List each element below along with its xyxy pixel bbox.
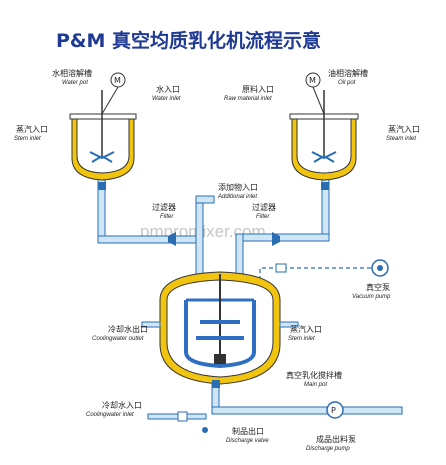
label-water-pot: 水相溶解槽 Water pot (52, 68, 92, 86)
water-pot-valve[interactable] (98, 182, 106, 190)
svg-text:Water pot: Water pot (62, 80, 88, 86)
label-raw-material-inlet: 原料入口 Raw material inlet (224, 84, 274, 102)
label-discharge-valve: 制品出口 Discharge valve (226, 426, 269, 444)
svg-text:过滤器: 过滤器 (252, 202, 276, 212)
svg-text:Coolingwater inlet: Coolingwater inlet (86, 412, 134, 418)
label-cooling-water-inlet: 冷却水入口 Coolingwater inlet (86, 400, 142, 418)
svg-text:水入口: 水入口 (156, 84, 180, 94)
svg-text:冷却水出口: 冷却水出口 (108, 324, 148, 334)
oil-pot-tank (289, 90, 359, 181)
svg-text:添加物入口: 添加物入口 (218, 182, 258, 192)
svg-text:Discharge valve: Discharge valve (226, 438, 269, 444)
label-steam-inlet-main: 蒸汽入口 Stem inlet (288, 324, 322, 342)
svg-text:P: P (331, 406, 336, 415)
label-main-pot: 真空乳化搅拌槽 Main pot (286, 370, 342, 388)
page-title: P&M 真空均质乳化机流程示意 (56, 30, 322, 52)
svg-text:蒸汽入口: 蒸汽入口 (290, 324, 322, 334)
svg-text:蒸汽入口: 蒸汽入口 (388, 124, 420, 134)
main-pot-bottom-valve[interactable] (212, 380, 220, 388)
svg-text:M: M (309, 76, 316, 85)
svg-text:原料入口: 原料入口 (242, 84, 274, 94)
svg-text:Main pot: Main pot (304, 382, 327, 388)
filter-right-symbol (272, 232, 280, 246)
pipework (97, 171, 403, 420)
label-steam-inlet-left: 蒸汽入口 Stem inlet (14, 124, 48, 142)
svg-text:Steam inlet: Steam inlet (386, 136, 416, 142)
svg-text:Filter: Filter (160, 214, 174, 220)
vacuum-line (259, 267, 372, 280)
label-cooling-water-outlet: 冷却水出口 Coolingwater outlet (92, 324, 148, 342)
svg-text:真空泵: 真空泵 (366, 282, 390, 292)
discharge-pump[interactable]: P (326, 401, 344, 419)
svg-text:Additional inlet: Additional inlet (217, 194, 257, 200)
svg-text:冷却水入口: 冷却水入口 (102, 400, 142, 410)
water-pot-motor: M (101, 72, 126, 115)
svg-text:成品出料泵: 成品出料泵 (316, 434, 356, 444)
label-additional-inlet: 添加物入口 Additional inlet (217, 182, 258, 200)
label-vacuum-pump: 真空泵 Vacuum pump (352, 282, 391, 300)
filter-left-symbol (168, 232, 176, 246)
svg-text:Water inlet: Water inlet (152, 96, 181, 102)
svg-text:Stem inlet: Stem inlet (288, 336, 315, 342)
svg-text:Discharge pump: Discharge pump (306, 446, 350, 452)
label-oil-pot: 油相溶解槽 Oil pot (328, 68, 368, 86)
vacuum-pump[interactable] (371, 259, 389, 277)
label-steam-inlet-right: 蒸汽入口 Steam inlet (386, 124, 420, 142)
water-pot-tank (69, 90, 137, 181)
svg-text:水相溶解槽: 水相溶解槽 (52, 68, 92, 78)
svg-text:制品出口: 制品出口 (232, 426, 264, 436)
oil-pot-valve[interactable] (321, 182, 329, 190)
svg-text:蒸汽入口: 蒸汽入口 (16, 124, 48, 134)
svg-text:Filter: Filter (256, 214, 270, 220)
label-water-inlet: 水入口 Water inlet (152, 84, 181, 102)
svg-text:真空乳化搅拌槽: 真空乳化搅拌槽 (286, 370, 342, 380)
label-filter-left: 过滤器 Filter (152, 202, 176, 220)
cooling-water-outlet-pipe (141, 321, 161, 328)
label-filter-right: 过滤器 Filter (252, 202, 276, 220)
cooling-water-inlet-valve[interactable] (177, 411, 188, 422)
svg-text:M: M (114, 76, 121, 85)
svg-text:Coolingwater outlet: Coolingwater outlet (92, 336, 144, 342)
svg-text:油相溶解槽: 油相溶解槽 (328, 68, 368, 78)
svg-text:Vacuum pump: Vacuum pump (352, 294, 391, 300)
vacuum-gauge (275, 263, 287, 273)
label-discharge-pump: 成品出料泵 Discharge pump (306, 434, 356, 452)
steam-inlet-main-pipe (279, 321, 299, 328)
svg-text:Stem inlet: Stem inlet (14, 136, 41, 142)
main-pot-tank (159, 271, 281, 385)
discharge-valve-marker[interactable] (202, 427, 208, 433)
oil-pot-motor: M (305, 72, 325, 115)
svg-text:Oil pot: Oil pot (338, 80, 356, 86)
svg-text:Raw material inlet: Raw material inlet (224, 96, 272, 102)
svg-text:过滤器: 过滤器 (152, 202, 176, 212)
